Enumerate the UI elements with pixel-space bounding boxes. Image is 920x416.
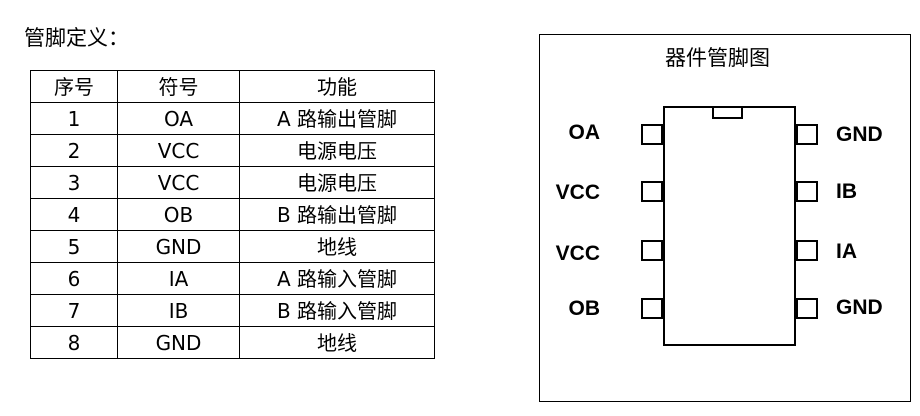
cell-index: 8 [30,326,118,359]
pin-8-label: GND [836,123,883,146]
pin-3-box [641,240,663,261]
pin-3-label: VCC [555,242,600,265]
cell-index: 2 [30,134,118,167]
cell-symbol: VCC [117,166,240,199]
pin-6-box [796,240,818,261]
cell-symbol: IA [117,262,240,295]
cell-function: A 路输入管脚 [239,262,435,295]
pin-4-label: OB [568,297,601,320]
table-row: 3 VCC 电源电压 [30,166,435,199]
cell-symbol: GND [117,326,240,359]
pin-2-box [641,181,663,202]
cell-symbol: VCC [117,134,240,167]
cell-symbol: IB [117,294,240,327]
pin-7-label: IB [836,180,857,203]
table-header-row: 序号 符号 功能 [30,70,435,103]
cell-function: 地线 [239,326,435,359]
header-index: 序号 [30,70,118,103]
header-function: 功能 [239,70,435,103]
cell-function: A 路输出管脚 [239,102,435,135]
cell-index: 1 [30,102,118,135]
pin-1-label: OA [568,121,601,144]
header-symbol: 符号 [117,70,240,103]
table-row: 5 GND 地线 [30,230,435,263]
table-row: 7 IB B 路输入管脚 [30,294,435,327]
cell-symbol: OA [117,102,240,135]
cell-index: 6 [30,262,118,295]
cell-function: B 路输出管脚 [239,198,435,231]
cell-symbol: OB [117,198,240,231]
pin-6-label: IA [836,240,857,263]
pin-4-box [641,298,663,319]
chip-notch [712,106,743,119]
cell-function: 电源电压 [239,166,435,199]
cell-index: 5 [30,230,118,263]
pin-5-box [796,298,818,319]
cell-index: 4 [30,198,118,231]
table-row: 8 GND 地线 [30,326,435,359]
table-row: 6 IA A 路输入管脚 [30,262,435,295]
cell-function: 地线 [239,230,435,263]
cell-index: 3 [30,166,118,199]
cell-function: B 路输入管脚 [239,294,435,327]
cell-symbol: GND [117,230,240,263]
pin-7-box [796,181,818,202]
pin-8-box [796,124,818,145]
pin-1-box [641,124,663,145]
table-row: 2 VCC 电源电压 [30,134,435,167]
pin-definition-table: 序号 符号 功能 1 OA A 路输出管脚 2 VCC 电源电压 3 VCC 电… [30,70,435,359]
pin-diagram-frame [539,34,911,402]
section-title: 管脚定义： [24,26,129,50]
table-row: 1 OA A 路输出管脚 [30,102,435,135]
cell-function: 电源电压 [239,134,435,167]
table-row: 4 OB B 路输出管脚 [30,198,435,231]
cell-index: 7 [30,294,118,327]
pin-5-label: GND [836,296,883,319]
pin-2-label: VCC [555,181,600,204]
chip-body [663,106,796,346]
pin-diagram-title: 器件管脚图 [665,46,770,70]
